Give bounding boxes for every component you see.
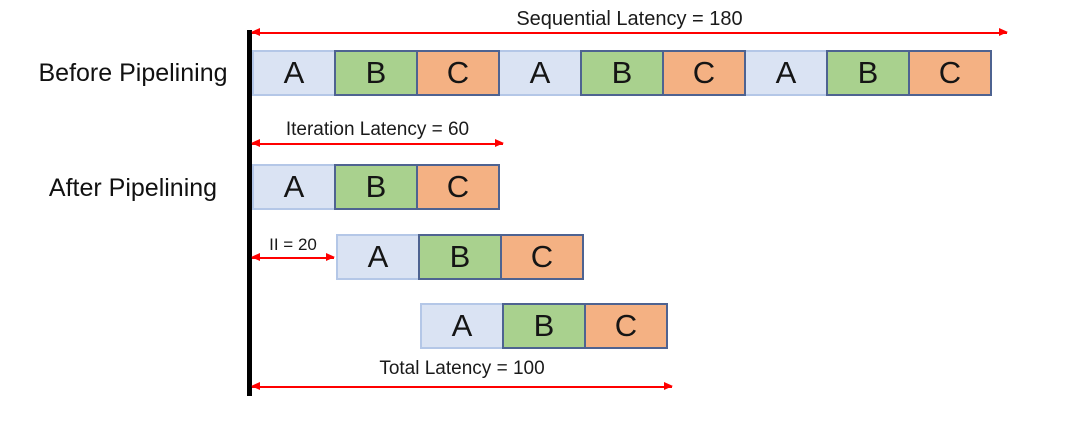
initiation-interval-arrow: [251, 254, 335, 261]
total-latency-label: Total Latency = 100: [379, 358, 545, 379]
stage-block: C: [662, 50, 746, 96]
sequential-latency-arrow: [251, 29, 1008, 36]
stage-block: B: [418, 234, 502, 280]
total-latency-arrow: [251, 383, 673, 390]
sequential-latency-label: Sequential Latency = 180: [516, 8, 743, 30]
iteration-latency-label: Iteration Latency = 60: [285, 119, 470, 140]
after-pipelining-iteration-3: A B C: [420, 303, 668, 349]
stage-block: B: [334, 50, 418, 96]
timeline-start-axis: [247, 30, 252, 396]
stage-block: A: [420, 303, 504, 349]
stage-block: B: [502, 303, 586, 349]
stage-block: A: [744, 50, 828, 96]
stage-block: A: [498, 50, 582, 96]
after-pipelining-iteration-1: A B C: [252, 164, 500, 210]
stage-block: C: [416, 50, 500, 96]
stage-block: B: [580, 50, 664, 96]
after-pipelining-iteration-2: A B C: [336, 234, 584, 280]
stage-block: B: [826, 50, 910, 96]
stage-block: C: [416, 164, 500, 210]
after-pipelining-label: After Pipelining: [48, 174, 218, 202]
initiation-interval-label: II = 20: [269, 235, 317, 254]
before-pipelining-label: Before Pipelining: [38, 59, 228, 87]
iteration-latency-arrow: [251, 140, 504, 147]
stage-block: C: [908, 50, 992, 96]
stage-block: B: [334, 164, 418, 210]
before-pipelining-row: A B C A B C A B C: [252, 50, 992, 96]
stage-block: A: [252, 50, 336, 96]
stage-block: C: [584, 303, 668, 349]
stage-block: A: [336, 234, 420, 280]
stage-block: A: [252, 164, 336, 210]
stage-block: C: [500, 234, 584, 280]
